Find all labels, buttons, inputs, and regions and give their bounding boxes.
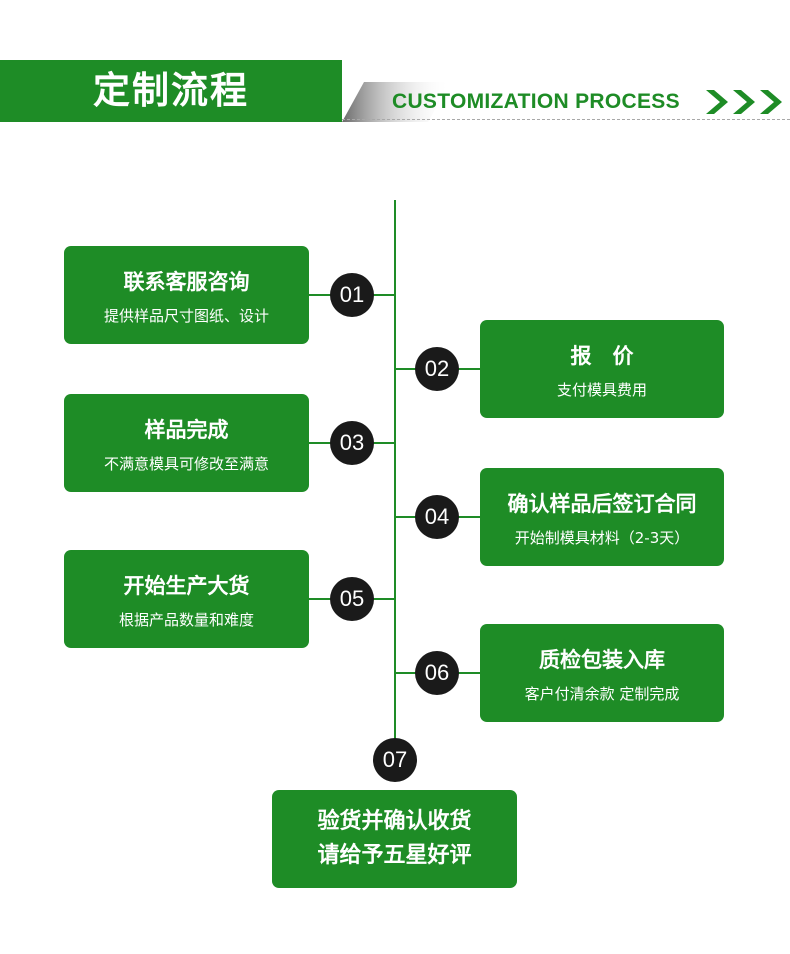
header-dashed-line xyxy=(342,119,790,120)
step-title: 报 价 xyxy=(570,344,634,368)
step-title: 样品完成 xyxy=(144,418,229,442)
step-card-07: 验货并确认收货 请给予五星好评 xyxy=(272,790,517,888)
step-subtitle: 支付模具费用 xyxy=(556,381,647,399)
step-subtitle: 提供样品尺寸图纸、设计 xyxy=(103,307,269,325)
step-card-03: 样品完成 不满意模具可修改至满意 xyxy=(64,394,309,492)
step-title: 确认样品后签订合同 xyxy=(507,492,697,516)
step-card-02: 报 价 支付模具费用 xyxy=(480,320,724,418)
step-title-line2: 请给予五星好评 xyxy=(317,843,472,868)
header-band xyxy=(0,60,342,122)
step-number-03: 03 xyxy=(330,421,374,465)
step-number-07: 07 xyxy=(373,738,417,782)
page-subtitle-en: CUSTOMIZATION PROCESS xyxy=(392,90,680,113)
step-title-line1: 验货并确认收货 xyxy=(317,809,472,834)
step-card-04: 确认样品后签订合同 开始制模具材料（2-3天） xyxy=(480,468,724,566)
step-title: 联系客服咨询 xyxy=(123,270,250,294)
step-subtitle: 不满意模具可修改至满意 xyxy=(103,455,269,473)
step-number-06: 06 xyxy=(415,651,459,695)
step-title: 开始生产大货 xyxy=(123,574,250,598)
step-card-05: 开始生产大货 根据产品数量和难度 xyxy=(64,550,309,648)
step-card-01: 联系客服咨询 提供样品尺寸图纸、设计 xyxy=(64,246,309,344)
header-shadow-decoration xyxy=(342,82,450,122)
step-number-01: 01 xyxy=(330,273,374,317)
step-subtitle: 开始制模具材料（2-3天） xyxy=(514,529,690,547)
step-number-05: 05 xyxy=(330,577,374,621)
step-subtitle: 客户付清余款 定制完成 xyxy=(524,685,680,703)
step-number-02: 02 xyxy=(415,347,459,391)
step-card-06: 质检包装入库 客户付清余款 定制完成 xyxy=(480,624,724,722)
step-title: 质检包装入库 xyxy=(539,648,665,672)
step-subtitle: 根据产品数量和难度 xyxy=(118,611,254,629)
timeline-line xyxy=(394,200,396,745)
page-title: 定制流程 xyxy=(93,69,249,112)
triple-chevron-right-icon xyxy=(706,90,782,114)
step-number-04: 04 xyxy=(415,495,459,539)
